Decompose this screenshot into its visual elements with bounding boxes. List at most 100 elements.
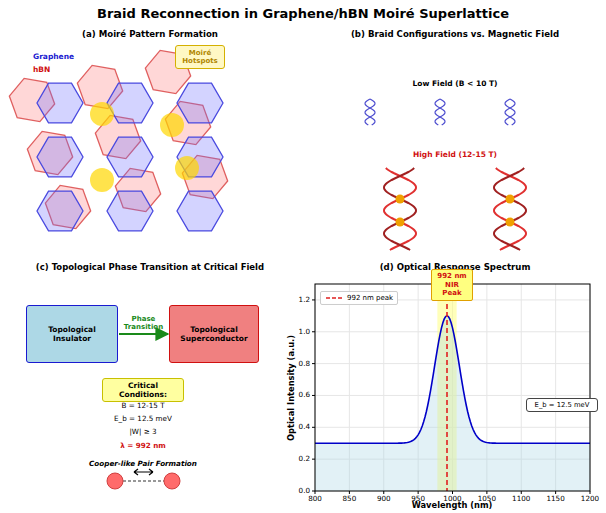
tick-mark <box>590 491 591 494</box>
label: 1000 <box>443 495 461 503</box>
text-box: E_b = 12.5 meV <box>526 398 598 412</box>
label: Cooper-like Pair Formation <box>89 460 197 468</box>
label: (a) Moiré Pattern Formation <box>82 30 218 40</box>
graphene-hexagon <box>37 191 83 231</box>
tick-mark <box>312 459 315 460</box>
label: 1200 <box>581 495 599 503</box>
pair-arrow <box>134 469 153 475</box>
hotspot <box>90 168 114 192</box>
box-text: Topological Insulator <box>30 325 114 343</box>
label: 1.2 <box>299 296 310 304</box>
label: 1150 <box>546 495 564 503</box>
text-box: Critical Conditions: <box>102 378 184 402</box>
graphene-hexagon <box>37 83 83 123</box>
label: 0.0 <box>299 487 310 495</box>
box-text: Critical Conditions: <box>106 381 180 399</box>
text-box: Topological Insulator <box>26 305 118 363</box>
legend-row: 992 nm peak <box>325 294 393 302</box>
graphene-hexagon <box>177 83 223 123</box>
transition-arrow <box>119 333 168 335</box>
label: Optical Intensity (a.u.) <box>287 335 297 441</box>
braid-strand <box>435 99 445 125</box>
tick-mark <box>312 331 315 332</box>
legend-text: 992 nm peak <box>347 294 393 302</box>
label: High Field (12-15 T) <box>413 151 497 160</box>
tick-mark <box>312 395 315 396</box>
box-text: Moiré Hotspots <box>179 49 221 66</box>
tick-mark <box>383 491 384 494</box>
label: 0.4 <box>299 423 310 431</box>
graphene-hexagon <box>177 191 223 231</box>
label: 800 <box>308 495 322 503</box>
label: hBN <box>33 66 50 75</box>
crossing-dot <box>396 195 405 204</box>
label: 0.2 <box>299 455 310 463</box>
spectrum-curve <box>315 316 590 443</box>
braid-strand <box>494 168 526 250</box>
figure-title: Braid Reconnection in Graphene/hBN Moiré… <box>97 7 509 22</box>
label: 0.6 <box>299 391 310 399</box>
text-box: 992 nm NIR Peak <box>431 269 473 300</box>
tick-mark <box>349 491 350 494</box>
tick-mark <box>312 427 315 428</box>
label: 1050 <box>478 495 496 503</box>
braid-strand <box>365 99 375 125</box>
plot-area <box>315 284 590 491</box>
braid-strand <box>384 168 416 250</box>
legend-swatch <box>325 294 343 302</box>
graphene-hexagon <box>107 137 153 177</box>
hotspot <box>160 113 184 137</box>
label: 950 <box>411 495 425 503</box>
tick-mark <box>486 491 487 494</box>
hotspot <box>90 102 114 126</box>
graphene-hexagon <box>37 137 83 177</box>
box-text: Topological Superconductor <box>173 325 255 343</box>
braid-strand <box>505 99 515 125</box>
braid-strand <box>365 99 375 125</box>
label: |W| ≥ 3 <box>129 428 156 436</box>
tick-mark <box>312 491 315 492</box>
tick-mark <box>452 491 453 494</box>
crossing-dot <box>506 218 515 227</box>
tick-mark <box>312 363 315 364</box>
electron <box>164 473 180 489</box>
box-text: E_b = 12.5 meV <box>535 401 590 409</box>
label: 1100 <box>512 495 530 503</box>
tick-mark <box>312 299 315 300</box>
tick-mark <box>521 491 522 494</box>
label: 1.0 <box>299 328 310 336</box>
graphene-hexagon <box>107 83 153 123</box>
label: 0.8 <box>299 359 310 367</box>
text-box: Topological Superconductor <box>169 305 259 363</box>
braid-strand <box>435 99 445 125</box>
label: λ = 992 nm <box>120 442 166 450</box>
crossing-dot <box>396 218 405 227</box>
braid-strand <box>494 168 526 250</box>
label: Graphene <box>33 53 74 62</box>
tick-mark <box>555 491 556 494</box>
hotspot <box>175 156 199 180</box>
legend: 992 nm peak <box>320 291 398 305</box>
label: E_b = 12.5 meV <box>114 415 172 423</box>
braid-strand <box>505 99 515 125</box>
electron <box>107 473 123 489</box>
peak-marker <box>446 296 448 491</box>
graphene-hexagon <box>107 191 153 231</box>
edge-label: Phase Transition <box>122 315 166 331</box>
label: 900 <box>377 495 391 503</box>
label: 850 <box>343 495 357 503</box>
label: Low Field (B < 10 T) <box>412 80 497 89</box>
spectrum-fill <box>315 316 590 491</box>
spectrum-chart <box>312 284 590 494</box>
crossing-dot <box>506 195 515 204</box>
tick-mark <box>418 491 419 494</box>
label: (c) Topological Phase Transition at Crit… <box>36 263 264 273</box>
text-box: Moiré Hotspots <box>175 45 225 69</box>
label: (b) Braid Configurations vs. Magnetic Fi… <box>351 30 559 40</box>
braid-strand <box>384 168 416 250</box>
axes-frame <box>315 284 590 491</box>
box-text: 992 nm NIR Peak <box>435 272 469 297</box>
legend-line <box>326 297 342 299</box>
